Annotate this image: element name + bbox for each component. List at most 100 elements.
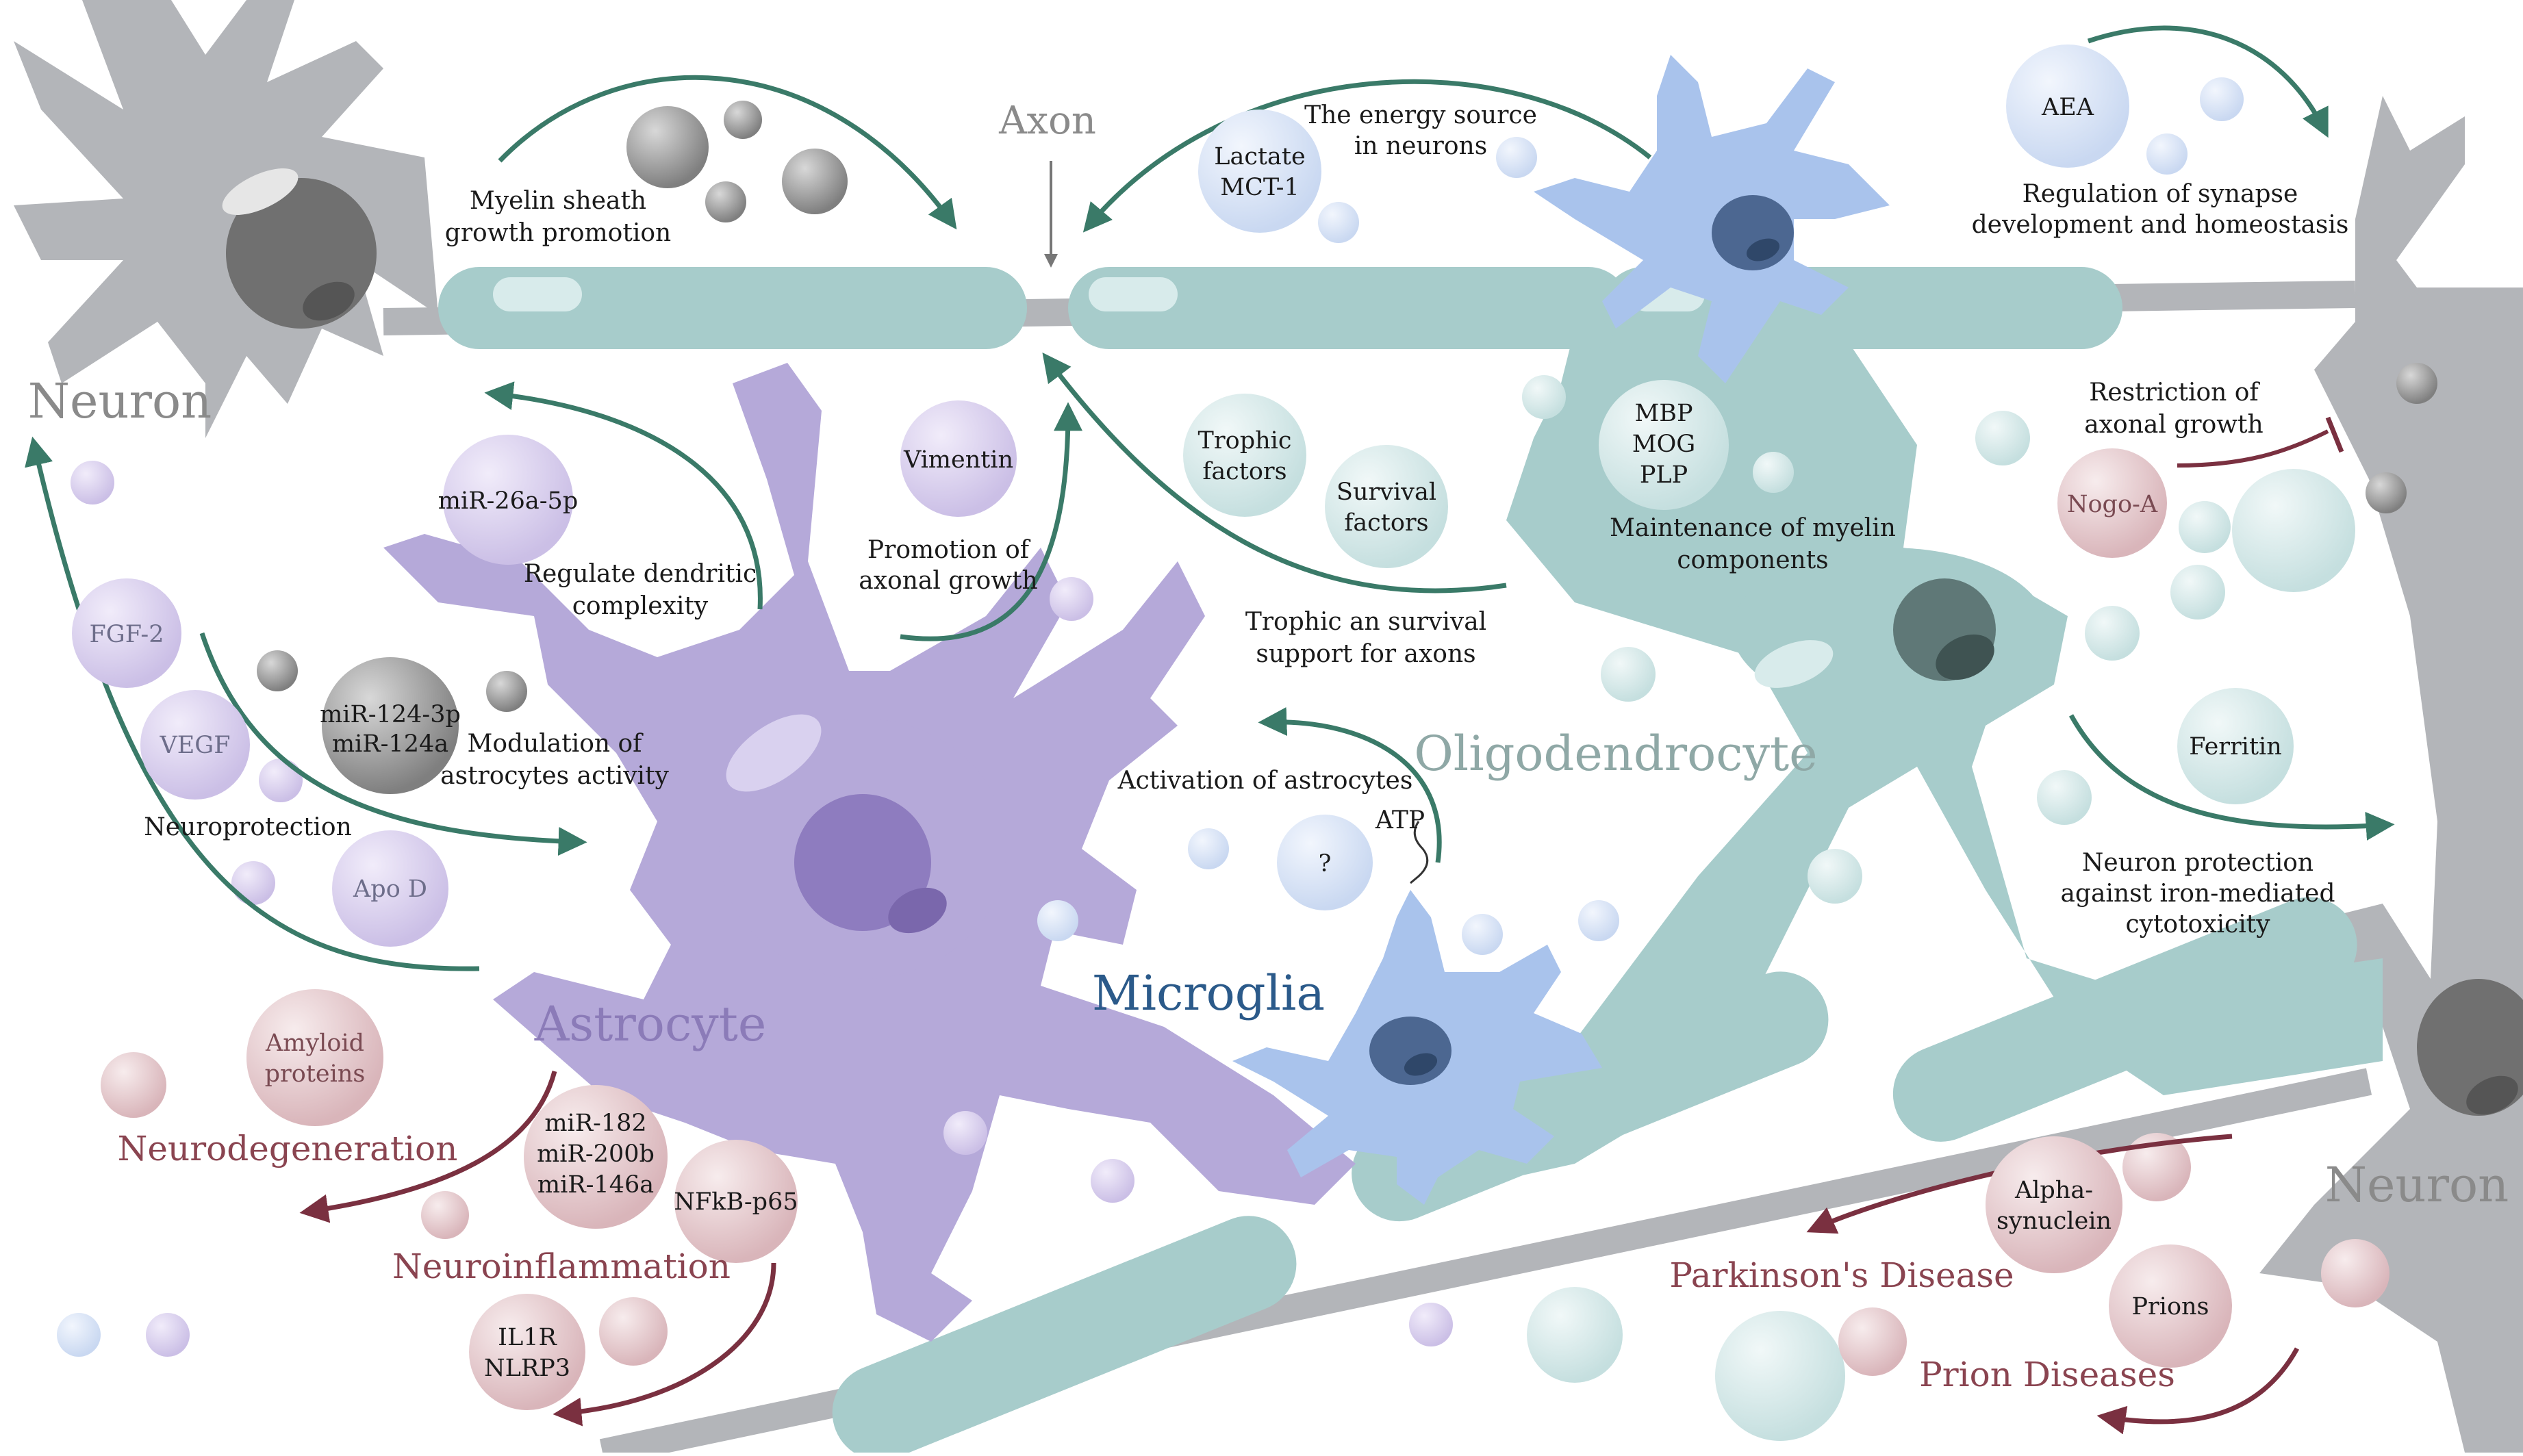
unknown-label: ? (1319, 850, 1332, 878)
axonal-growth-line-1: Promotion of (867, 536, 1031, 564)
survival-factors-line-1: Survival (1336, 478, 1436, 506)
mirna-146a-label: miR-146a (537, 1171, 654, 1199)
axonal-growth-line-2: axonal growth (859, 567, 1037, 595)
plp-label: PLP (1640, 461, 1688, 489)
dendritic-line-1: Regulate dendritic (524, 560, 757, 588)
atp-label: ATP (1375, 806, 1425, 834)
molecule-unknown: ? (1277, 815, 1373, 910)
mirna-124-line-1: miR-124-3p (320, 701, 461, 728)
lactate-line-1: Lactate (1214, 143, 1305, 170)
astrocyte-label: Astrocyte (534, 996, 767, 1052)
astro-modulation-line-1: Modulation of (467, 730, 644, 758)
myelin-growth-line-2: growth promotion (445, 219, 671, 247)
astro-modulation-line-2: astrocytes activity (440, 762, 669, 790)
myelin-maintenance-line-2: components (1677, 546, 1828, 574)
molecule-fgf2: FGF-2 (72, 578, 181, 688)
amyloid-line-2: proteins (265, 1060, 366, 1088)
arrow-neurodegeneration (299, 1071, 557, 1223)
trophic-support-line-2: support for axons (1256, 640, 1475, 668)
myelin-maintenance-line-1: Maintenance of myelin (1610, 514, 1896, 542)
myelin-sheath-1 (438, 267, 1027, 349)
myelin-sheath-2 (1068, 267, 1630, 349)
axon-label: Axon (998, 99, 1096, 143)
nlrp3-label: NLRP3 (484, 1355, 570, 1382)
molecule-mirna-26a: miR-26a-5p (438, 435, 578, 565)
mirna-124-line-2: miR-124a (332, 730, 448, 758)
molecule-aea: AEA (2006, 44, 2129, 168)
function-labels: Myelin sheath growth promotion The energ… (144, 101, 2348, 938)
vimentin-label: Vimentin (903, 446, 1013, 474)
mirna-182-label: miR-182 (544, 1110, 646, 1137)
astro-activation-label: Activation of astrocytes (1117, 767, 1413, 795)
arrow-myelin-growth (498, 75, 957, 230)
neuron-left (14, 0, 438, 438)
arrow-astro-activation (1258, 707, 1442, 863)
il1r-label: IL1R (498, 1324, 557, 1351)
myelin-sheath-4 (832, 1216, 1297, 1456)
energy-source-line-1: The energy source (1304, 101, 1537, 129)
amyloid-line-1: Amyloid (265, 1030, 364, 1057)
synapse-line-1: Regulation of synapse (2023, 180, 2298, 208)
alpha-syn-line-1: Alpha- (2014, 1177, 2093, 1204)
disease-labels: Neurodegeneration Neuroinflammation Park… (118, 1129, 2175, 1394)
neuron-left-label: Neuron (28, 373, 212, 429)
atp-squiggle (1410, 821, 1429, 884)
iron-protection-line-3: cytotoxicity (2125, 910, 2270, 938)
molecule-vegf: VEGF (140, 690, 250, 800)
myelin-sheath-6 (1892, 897, 2357, 1142)
molecule-mirna-124: miR-124-3p miR-124a (320, 657, 461, 794)
alpha-syn-line-2: synuclein (1996, 1208, 2112, 1235)
prions-label: Prions (2131, 1293, 2209, 1320)
restriction-line-1: Restriction of (2089, 379, 2260, 407)
molecule-amyloid: Amyloid proteins (246, 989, 383, 1126)
mirna-200b-label: miR-200b (537, 1140, 655, 1168)
ambient-bubbles (57, 77, 2437, 1441)
cell-labels: Neuron Neuron Astrocyte Oligodendrocyte … (28, 99, 2509, 1213)
vegf-label: VEGF (159, 732, 230, 759)
iron-protection-line-2: against iron-mediated (2060, 880, 2335, 908)
iron-protection-line-1: Neuron protection (2082, 849, 2313, 877)
molecule-survival-factors: Survival factors (1325, 445, 1448, 568)
molecule-myelin-proteins: MBP MOG PLP (1599, 380, 1729, 510)
neuroinflammation-label: Neuroinflammation (392, 1247, 731, 1286)
arrow-prion (2096, 1347, 2300, 1435)
molecule-alpha-synuclein: Alpha- synuclein (1986, 1136, 2122, 1273)
myelin-sheath-5 (1352, 971, 1829, 1222)
parkinsons-label: Parkinson's Disease (1669, 1255, 2014, 1295)
molecule-trophic-factors: Trophic factors (1183, 394, 1306, 517)
prion-label: Prion Diseases (1919, 1355, 2175, 1394)
trophic-support-line-1: Trophic an survival (1245, 608, 1486, 636)
inhibit-restriction (2177, 429, 2329, 468)
neuron-right-label: Neuron (2325, 1157, 2509, 1213)
myelin-growth-line-1: Myelin sheath (470, 187, 646, 215)
arrow-energy-source (1082, 79, 1652, 233)
arrow-synapse (2087, 25, 2329, 138)
nfkb-label: NFkB-p65 (674, 1188, 798, 1216)
arrow-iron-protection (2068, 714, 2395, 841)
trophic-factors-line-1: Trophic (1198, 427, 1292, 455)
synapse-line-2: development and homeostasis (1972, 211, 2349, 239)
neuron-right (2259, 96, 2523, 1453)
arrow-axonal-growth (900, 402, 1082, 641)
arrow-astro-modulation (199, 632, 587, 856)
arrow-parkinsons (1806, 1134, 2233, 1234)
neurodegeneration-label: Neurodegeneration (118, 1129, 458, 1168)
trophic-factors-line-2: factors (1202, 458, 1286, 485)
molecule-il1r: IL1R NLRP3 (469, 1294, 585, 1410)
microglia-label: Microglia (1092, 965, 1325, 1021)
ferritin-label: Ferritin (2189, 733, 2282, 761)
fgf2-label: FGF-2 (89, 621, 164, 648)
mog-label: MOG (1632, 431, 1696, 458)
molecule-nfkb: NFkB-p65 (674, 1140, 798, 1263)
molecule-vimentin: Vimentin (900, 400, 1017, 517)
survival-factors-line-2: factors (1344, 509, 1428, 537)
molecule-nogo-a: Nogo-A (2057, 448, 2167, 558)
molecule-ferritin: Ferritin (2177, 688, 2294, 804)
energy-source-line-2: in neurons (1354, 132, 1487, 160)
molecule-lactate: Lactate MCT-1 (1198, 110, 1321, 233)
neuroprotection-label: Neuroprotection (144, 813, 352, 841)
aea-label: AEA (2041, 94, 2094, 121)
nogo-a-label: Nogo-A (2067, 491, 2158, 518)
oligodendrocyte-label: Oligodendrocyte (1414, 726, 1817, 782)
